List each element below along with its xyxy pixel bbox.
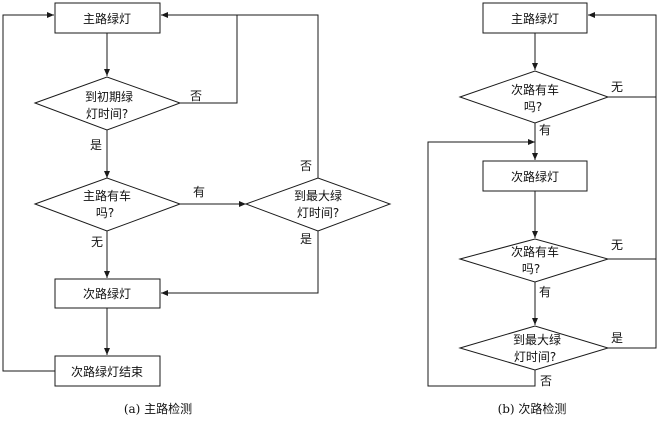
left-none-label: 无	[91, 235, 103, 249]
right-minor-car1-label-1: 次路有车	[511, 82, 559, 97]
right-caption: (b) 次路检测	[498, 401, 567, 416]
left-no-label-1: 否	[190, 89, 202, 103]
left-main-green-label: 主路绿灯	[83, 11, 131, 26]
left-main-car-decision	[33, 177, 182, 232]
left-caption: (a) 主路检测	[124, 401, 192, 416]
left-flowchart: 主路绿灯 到初期绿 灯时间? 否 是 主路有车 吗? 有 到最大绿 灯时间? 否…	[2, 2, 392, 416]
left-minor-green-box	[54, 278, 161, 309]
right-flowchart: 主路绿灯 次路有车 吗? 无 有 次路绿灯 次路有车 吗? 无 有 到最大绿 灯…	[427, 2, 657, 416]
right-none-loop-2	[608, 97, 657, 260]
right-yes-label: 是	[611, 331, 623, 345]
left-max-green-label-1: 到最大绿	[294, 188, 342, 203]
right-has-label-1: 有	[539, 123, 551, 137]
right-none-label-2: 无	[611, 238, 623, 252]
left-max-green-decision	[244, 177, 392, 232]
left-yes-label-1: 是	[90, 138, 102, 152]
right-yes-loop	[608, 259, 657, 349]
left-initial-green-label-2: 灯时间?	[86, 107, 128, 121]
left-yes-max-to-minor	[161, 231, 319, 296]
right-minor-car-decision-1	[458, 70, 610, 124]
right-main-green-label: 主路绿灯	[511, 11, 559, 26]
left-main-car-label-1: 主路有车	[83, 188, 131, 203]
left-yes-label-2: 是	[300, 232, 312, 246]
left-no-label-2: 否	[300, 159, 312, 173]
right-minor-car1-label-2: 吗?	[524, 100, 542, 114]
left-initial-green-label-1: 到初期绿	[85, 89, 133, 104]
left-no-loop-initial	[161, 12, 238, 104]
right-none-loop-1	[588, 12, 657, 98]
left-minor-green-end-label: 次路绿灯结束	[71, 364, 143, 379]
left-no-loop-max	[237, 14, 319, 178]
right-no-loop-to-minor	[427, 139, 536, 387]
right-none-label-1: 无	[611, 80, 623, 94]
left-main-green-box	[54, 2, 161, 34]
left-max-green-label-2: 灯时间?	[297, 206, 339, 220]
left-has-label: 有	[193, 185, 205, 199]
left-loop-end-to-main	[2, 12, 55, 372]
right-minor-car2-label-1: 次路有车	[511, 244, 559, 259]
right-max-green-label-2: 灯时间?	[514, 350, 556, 364]
right-minor-car2-label-2: 吗?	[522, 262, 540, 276]
right-has-label-2: 有	[539, 285, 551, 299]
right-minor-green-box	[482, 160, 588, 192]
right-minor-green-label: 次路绿灯	[511, 169, 559, 184]
right-no-label: 否	[540, 374, 552, 388]
right-max-green-label-1: 到最大绿	[513, 332, 561, 347]
left-minor-green-end-box	[54, 355, 161, 387]
left-main-car-label-2: 吗?	[96, 206, 114, 220]
right-main-green-box	[482, 2, 588, 34]
left-minor-green-label: 次路绿灯	[83, 286, 131, 301]
